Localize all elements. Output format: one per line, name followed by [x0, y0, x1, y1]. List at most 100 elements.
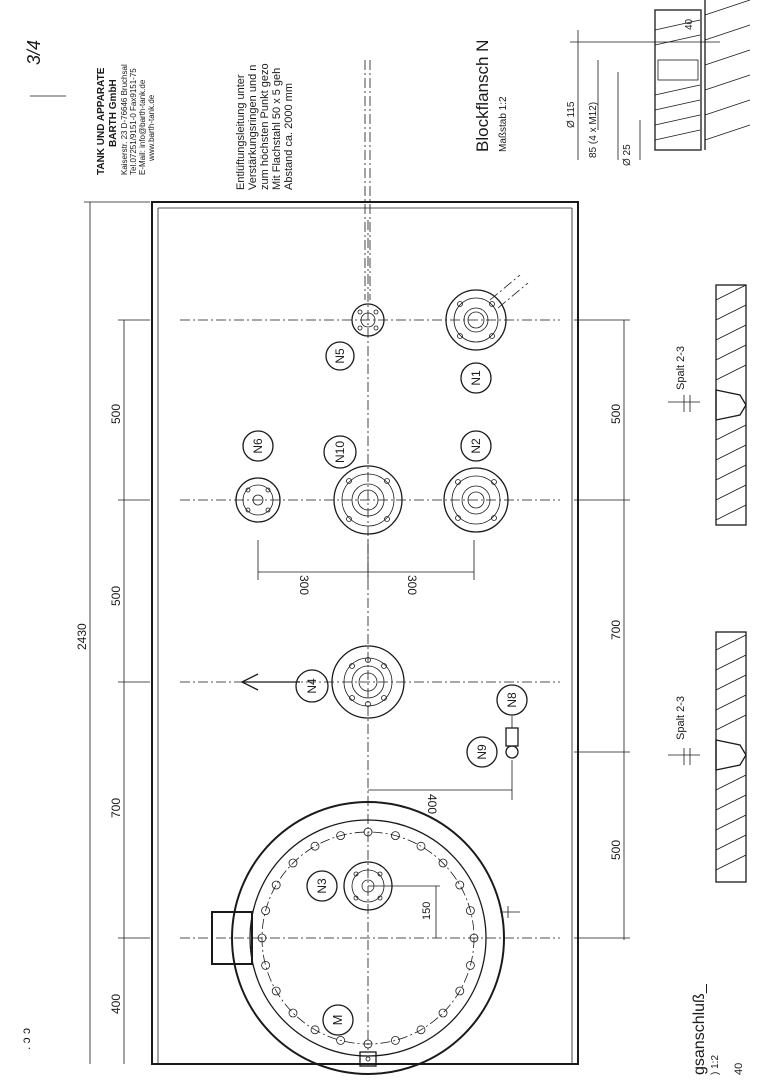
dim-150-label: 150 [421, 902, 433, 920]
company-email: E-Mail: info@barth-tank.de [138, 79, 147, 175]
weld-detail-lower: Spalt 2-3 [668, 631, 747, 883]
manhole-bolt [288, 858, 298, 868]
manhole-bolt [257, 933, 267, 943]
block-flange-heading: Blockflansch N [473, 40, 492, 152]
manhole-bolt [336, 1036, 346, 1045]
dim-overall-label: 2430 [75, 623, 89, 650]
block-flange-section: 40 Ø 115 85 (4 x M12) Ø 25 [566, 0, 751, 166]
page-mark: 3/4 [24, 40, 44, 65]
manhole-bolt [363, 827, 373, 837]
note-line2: Verstärkungsringen und n [247, 65, 259, 190]
nozzle-n1-flange [445, 274, 529, 351]
bottom-title-line3: 40 [733, 1063, 745, 1075]
nozzle-n5-tag: N5 [325, 341, 355, 371]
nozzle-n1-label: N1 [469, 370, 483, 386]
nozzle-n5-label: N5 [333, 348, 347, 364]
dim-left-700: 700 [109, 798, 123, 818]
manhole-bolt [390, 1036, 400, 1045]
company-phone: Tel.07251/9151-0 Fax9151-75 [129, 68, 138, 175]
manhole-bolt [363, 1039, 373, 1049]
nozzle-n4-tag: N4 [295, 669, 329, 703]
nozzle-n5-flange [351, 303, 385, 337]
weld-gap-upper: Spalt 2-3 [675, 346, 687, 390]
company-web: www.barth-tank.de [147, 94, 156, 162]
manhole-bolt [336, 831, 346, 840]
note-line5: Abstand ca. 2000 mm [283, 83, 295, 190]
tank-outline [151, 201, 579, 1065]
dim-150: 150 [368, 885, 440, 938]
flange-dim-40: 40 [684, 18, 695, 30]
nozzle-n2-flange [443, 467, 509, 533]
company-name: TANK UND APPARATE [96, 67, 107, 175]
nozzle-n9-tag: N9 [466, 736, 498, 768]
manhole-bolt [416, 841, 426, 851]
manhole-bolt [288, 1008, 298, 1018]
manhole-bolt [271, 880, 281, 890]
manhole-bolt [465, 906, 475, 915]
manhole-flange [231, 801, 505, 1075]
corner-mark: . ͻ ͻ [19, 1028, 33, 1050]
nozzle-n6-flange [235, 477, 281, 523]
nozzle-n8-label: N8 [505, 692, 519, 708]
flange-dim-85: 85 (4 x M12) [588, 102, 599, 158]
manhole-bolts [257, 827, 479, 1049]
dim-right-700: 700 [609, 620, 623, 640]
manhole-bolt [465, 961, 475, 970]
dim-left-500b: 500 [109, 586, 123, 606]
weld-gap-lower: Spalt 2-3 [675, 696, 687, 740]
manhole-bolt [438, 1008, 448, 1018]
nozzle-n4-flange [331, 645, 405, 719]
ground-arrow [500, 906, 520, 918]
nozzle-n1-tag: N1 [460, 362, 492, 394]
nozzle-n2-label: N2 [469, 438, 483, 454]
vent-note: Entlüftungsleitung unter Verstärkungsrin… [235, 63, 295, 190]
manhole-bolt [455, 880, 465, 890]
manhole-bolt [390, 831, 400, 840]
note-line1: Entlüftungsleitung unter [235, 74, 247, 190]
block-flange-scale: Maßstab 1:2 [498, 96, 509, 152]
dim-300-pair: 300 300 [257, 540, 475, 595]
company-address: Kaiserstr. 23 D-76646 Bruchsal [120, 64, 129, 175]
nozzle-n9-fitting [505, 716, 519, 759]
dim-left-chain: 500 500 700 400 [109, 319, 150, 1064]
nozzle-n3-flange [343, 861, 393, 911]
manhole-bolt [469, 933, 479, 943]
manhole-bolt [455, 986, 465, 996]
dim-right-500b: 500 [609, 840, 623, 860]
dim-left-400: 400 [109, 994, 123, 1014]
nozzle-n4-label: N4 [305, 678, 319, 694]
nozzle-n2-tag: N2 [460, 430, 492, 462]
block-flange-title: Blockflansch N Maßstab 1:2 [473, 40, 509, 152]
flange-dim-25: Ø 25 [622, 144, 633, 166]
manhole-bolt [310, 841, 320, 851]
nozzle-n3-label: N3 [315, 878, 329, 894]
manhole-bolt [261, 906, 271, 915]
dim-right-chain: 500 700 500 [574, 319, 630, 940]
manhole-bolt [261, 961, 271, 970]
nozzle-n9-label: N9 [475, 744, 489, 760]
manhole-bolt [416, 1025, 426, 1035]
manhole-tag: M [322, 1004, 354, 1036]
dim-left-500a: 500 [109, 404, 123, 424]
company-name2: BARTH GmbH [108, 79, 119, 147]
nozzle-n10-label: N10 [333, 441, 347, 463]
manhole-bolt [438, 858, 448, 868]
bottom-title: gsanschluß_ ) 1:2 40 [691, 983, 745, 1075]
dim-overall: 2430 [75, 201, 150, 1064]
page-number: 3/4 [24, 40, 44, 65]
dim-400: 400 [368, 760, 513, 814]
manhole-bolt [271, 986, 281, 996]
dim-300b: 300 [405, 575, 419, 595]
note-line3: zum höchsten Punkt gezo [259, 63, 271, 190]
note-line4: Mit Flachstahl 50 x 5 geh [271, 68, 283, 190]
bottom-title-line2: ) 1:2 [710, 1055, 721, 1075]
nozzle-n6-label: N6 [251, 438, 265, 454]
flange-dim-115: Ø 115 [566, 101, 577, 128]
dim-400-label: 400 [425, 794, 439, 814]
nozzle-n10-flange [333, 465, 403, 535]
nozzle-n6-tag: N6 [242, 430, 274, 462]
nozzle-n8-tag: N8 [496, 684, 528, 716]
weld-detail-upper: Spalt 2-3 [668, 284, 747, 526]
nozzle-n3-tag: N3 [306, 870, 338, 902]
